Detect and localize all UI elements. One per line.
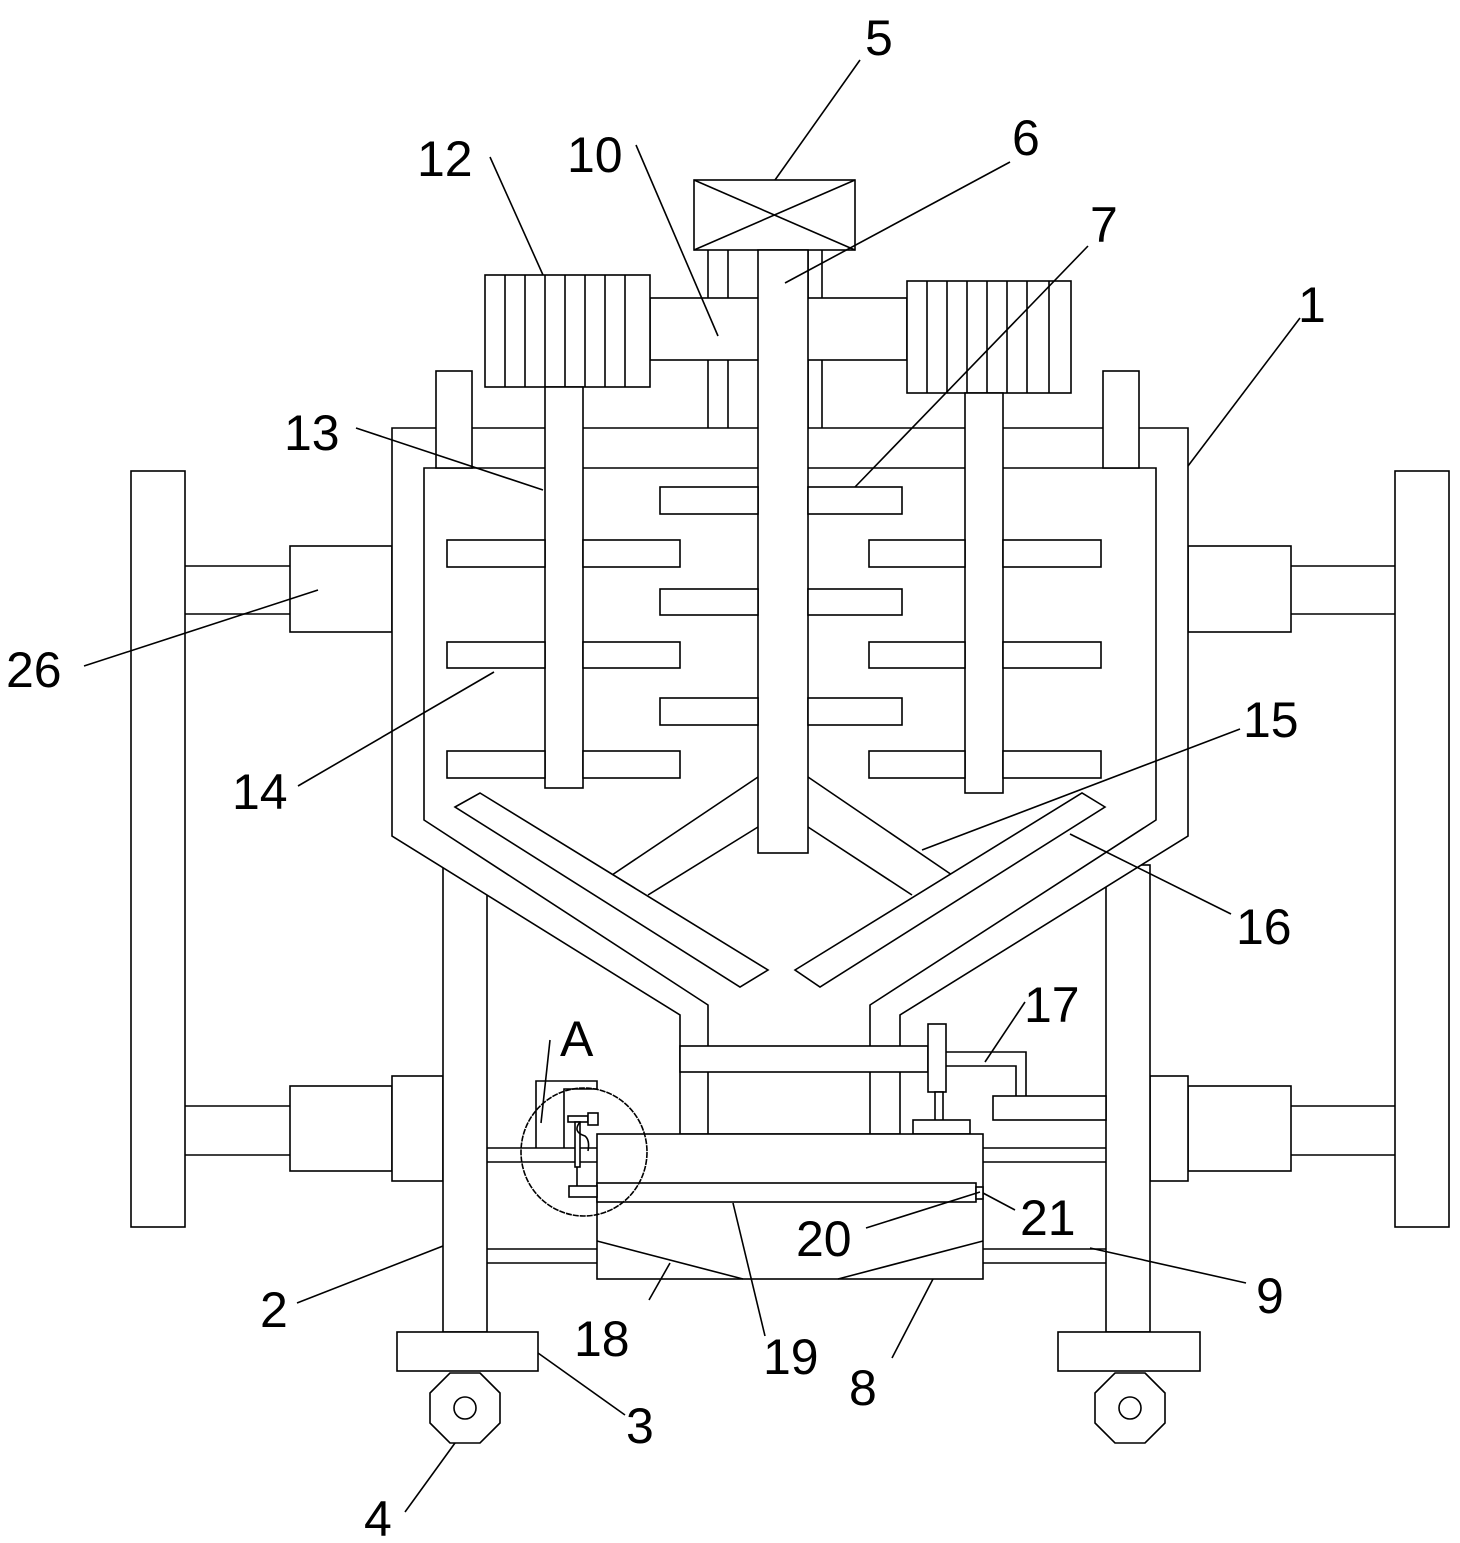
label-18: 18 (574, 1311, 630, 1367)
label-12: 12 (417, 131, 473, 187)
label-14: 14 (232, 764, 288, 820)
right-leg (1106, 865, 1150, 1332)
label-1: 1 (1298, 277, 1326, 333)
lower-right-connector (1150, 1076, 1395, 1181)
upper-right-connector (1188, 546, 1395, 632)
label-2: 2 (260, 1282, 288, 1338)
upper-left-connector (185, 546, 392, 632)
right-top-post (1103, 371, 1139, 468)
valve-seat (913, 1120, 970, 1134)
right-side-plate (1395, 471, 1449, 1227)
label-10: 10 (567, 127, 623, 183)
label-a: A (560, 1011, 594, 1067)
valve-mount (993, 1096, 1106, 1120)
motor (694, 180, 855, 250)
label-26: 26 (6, 642, 62, 698)
right-foot (1058, 1332, 1200, 1371)
label-20: 20 (796, 1211, 852, 1267)
collection-box (597, 1134, 983, 1279)
left-stirring-shaft (545, 387, 583, 788)
label-19: 19 (763, 1329, 819, 1385)
left-foot (397, 1332, 538, 1371)
filter-bar (597, 1183, 976, 1202)
discharge-pipe (680, 1046, 928, 1072)
lower-left-connector (185, 1076, 443, 1181)
left-leg (443, 865, 487, 1332)
label-21: 21 (1020, 1190, 1076, 1246)
right-wheel (1095, 1373, 1165, 1443)
left-top-post (436, 371, 472, 468)
label-7: 7 (1090, 197, 1118, 253)
label-16: 16 (1236, 899, 1292, 955)
label-5: 5 (865, 10, 893, 66)
label-4: 4 (364, 1491, 392, 1543)
left-gear (485, 275, 650, 387)
right-stirring-shaft (965, 393, 1003, 793)
label-9: 9 (1256, 1268, 1284, 1324)
label-15: 15 (1243, 692, 1299, 748)
label-17: 17 (1024, 977, 1080, 1033)
central-shaft (758, 250, 808, 853)
label-8: 8 (849, 1360, 877, 1416)
left-wheel (430, 1373, 500, 1443)
valve (928, 1024, 946, 1092)
label-6: 6 (1012, 110, 1040, 166)
label-3: 3 (626, 1398, 654, 1454)
left-side-plate (131, 471, 185, 1227)
label-13: 13 (284, 405, 340, 461)
valve-pipe (946, 1052, 1026, 1096)
right-gear (907, 281, 1071, 393)
